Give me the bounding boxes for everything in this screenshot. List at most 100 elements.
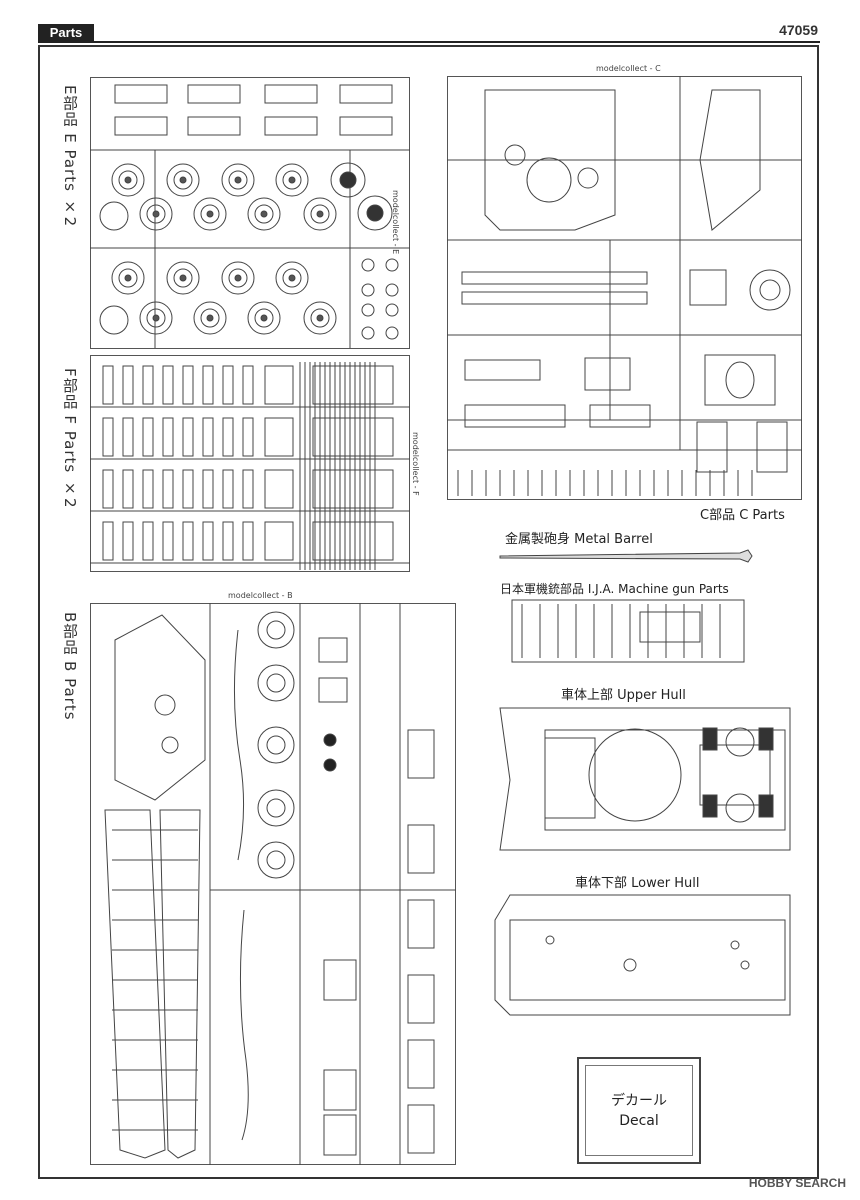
road-wheel (139, 197, 173, 231)
exhaust-part (407, 1039, 435, 1089)
sprue-b-label: B部品 B Parts (61, 612, 79, 721)
sprocket-hub (339, 171, 357, 189)
engine-deck-plate (704, 354, 776, 406)
road-wheel-axle (288, 274, 296, 282)
road-wheel-hub (200, 204, 220, 224)
exhaust-part (407, 824, 435, 874)
road-wheel (166, 163, 200, 197)
hull-hole (545, 935, 555, 945)
fan-cover (725, 793, 755, 823)
sprocket-hub (366, 204, 384, 222)
hatch-detail (504, 144, 526, 166)
road-wheel-axle (206, 314, 214, 322)
track-link (202, 365, 214, 405)
front-plate (699, 89, 761, 231)
small-wheel (361, 258, 375, 272)
bogie-part (257, 789, 295, 827)
metal-barrel (499, 549, 753, 563)
barrel-half (461, 291, 648, 305)
hull-rear-plate (114, 614, 206, 801)
track-link (222, 365, 234, 405)
grille (702, 727, 718, 751)
tow-cable (239, 909, 249, 1141)
bogie-hub (266, 798, 286, 818)
bracket-part (318, 677, 348, 703)
track-link (102, 469, 114, 509)
small-wheel (361, 326, 375, 340)
road-wheel-hub (282, 268, 302, 288)
track-link (242, 417, 254, 457)
bogie-part (257, 726, 295, 764)
hull-hole (730, 940, 740, 950)
track-link-run (312, 521, 394, 561)
road-wheel (111, 163, 145, 197)
road-wheel-hub (173, 268, 193, 288)
road-wheel-hub (146, 204, 166, 224)
recoil-cylinder (464, 404, 566, 428)
track-link (182, 417, 194, 457)
hull-hole (623, 958, 637, 972)
tow-cable (233, 629, 245, 861)
road-wheel (166, 261, 200, 295)
track-link (142, 365, 154, 405)
small-disc (323, 758, 337, 772)
grille (758, 727, 774, 751)
deck-hatch (725, 361, 755, 399)
side-plate (696, 421, 728, 473)
road-wheel-hub (228, 268, 248, 288)
track-link-run (264, 469, 294, 509)
sprue-e (90, 77, 410, 349)
road-wheel-axle (234, 176, 242, 184)
sprue-c-label: C部品 C Parts (700, 508, 785, 523)
track-link (202, 417, 214, 457)
road-wheel-hub (254, 308, 274, 328)
track-link-part (114, 84, 168, 104)
decal-label-en: Decal (619, 1112, 659, 1129)
road-wheel-axle (288, 176, 296, 184)
track-link-part (264, 84, 318, 104)
track-link (142, 521, 154, 561)
bogie-part (257, 841, 295, 879)
turret-top (484, 89, 616, 231)
track-link (202, 469, 214, 509)
track-link (242, 469, 254, 509)
bogie-part (257, 611, 295, 649)
road-wheel-axle (179, 274, 187, 282)
road-wheel-axle (316, 210, 324, 218)
lower-hull-outline (494, 894, 791, 1016)
road-wheel-hub (118, 170, 138, 190)
fender-right (159, 809, 201, 1159)
mantlet (689, 269, 727, 306)
road-wheel (247, 197, 281, 231)
fan-cover (725, 727, 755, 757)
bracket-part (318, 637, 348, 663)
road-wheel-axle (124, 274, 132, 282)
track-link (202, 521, 214, 561)
road-wheel (221, 261, 255, 295)
metal-barrel-label: 金属製砲身 Metal Barrel (505, 532, 653, 547)
track-link (222, 417, 234, 457)
road-wheel (193, 301, 227, 335)
road-wheel-hub (146, 308, 166, 328)
rear-plate-detail (161, 736, 179, 754)
track-link-run (312, 417, 394, 457)
track-link (122, 521, 134, 561)
track-link-run (312, 469, 394, 509)
road-wheel (303, 197, 337, 231)
sprue-c-tag: modelcollect - C (596, 64, 661, 73)
section-title: Parts (38, 24, 94, 41)
barrel-half (461, 271, 648, 285)
sprue-b-tag: modelcollect - B (228, 591, 293, 600)
sprue-f-label: F部品 F Parts ×2 (61, 368, 79, 509)
track-link-part (339, 116, 393, 136)
track-link (122, 365, 134, 405)
road-wheel-hub (118, 268, 138, 288)
small-wheel (385, 326, 399, 340)
box-part (323, 959, 357, 1001)
engine-deck (699, 744, 771, 806)
road-wheel (193, 197, 227, 231)
road-wheel-axle (260, 210, 268, 218)
track-link (142, 417, 154, 457)
track-link (162, 521, 174, 561)
